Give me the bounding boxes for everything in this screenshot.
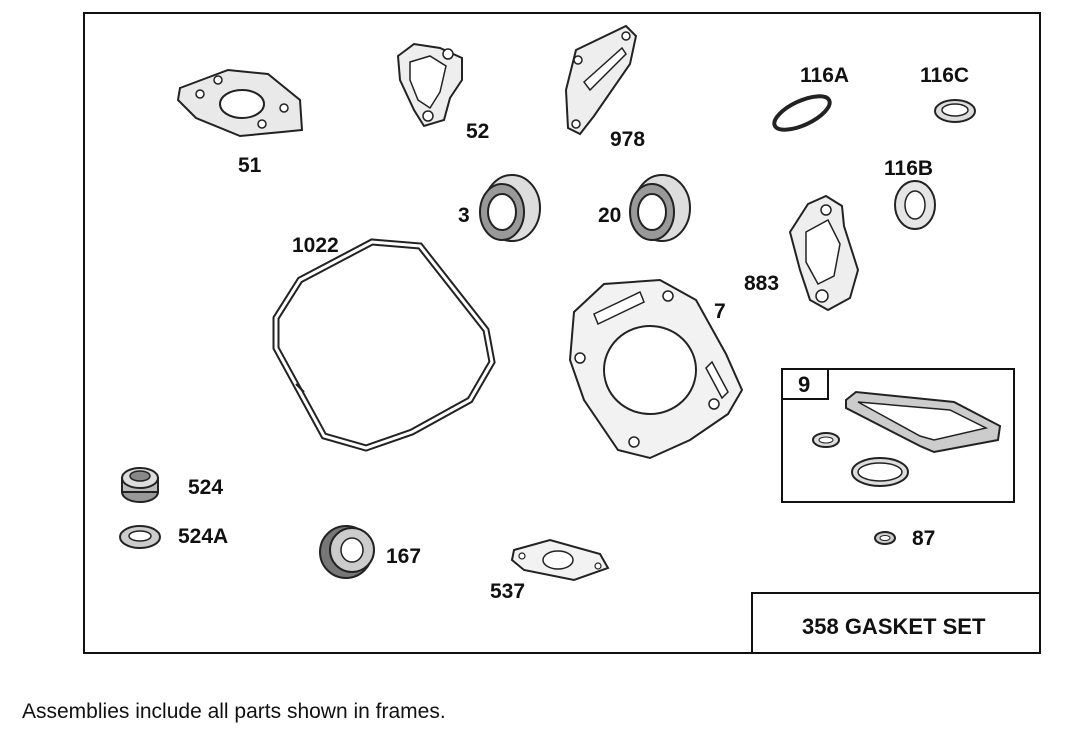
label-1022: 1022 — [292, 234, 339, 257]
label-883: 883 — [744, 272, 779, 295]
footnote: Assemblies include all parts shown in fr… — [22, 700, 446, 723]
label-116a: 116A — [800, 64, 849, 87]
label-167: 167 — [386, 545, 421, 568]
part-883-gasket — [788, 194, 860, 312]
part-7-head-gasket — [568, 278, 744, 460]
part-978-gasket — [564, 24, 638, 136]
label-116b: 116B — [884, 157, 933, 180]
part-9-tag — [781, 368, 829, 400]
part-524-plug — [121, 467, 159, 503]
part-116a-ring — [772, 94, 832, 132]
part-537-gasket — [510, 538, 610, 582]
label-524a: 524A — [178, 525, 228, 548]
part-524a-washer — [119, 525, 161, 549]
part-167-seal — [319, 525, 375, 579]
part-9-cover-gasket — [845, 390, 1002, 454]
label-87: 87 — [912, 527, 935, 550]
label-51: 51 — [238, 154, 262, 177]
label-524: 524 — [188, 476, 223, 499]
label-537: 537 — [490, 580, 525, 603]
outer-frame — [83, 12, 1041, 654]
label-7: 7 — [714, 300, 726, 323]
part-20-seal — [629, 174, 691, 242]
part-52-gasket — [396, 42, 463, 128]
label-978: 978 — [610, 128, 645, 151]
gasket-set-box — [751, 592, 1041, 654]
label-116c: 116C — [920, 64, 969, 87]
part-51-gasket — [176, 68, 304, 138]
part-9-frame — [781, 368, 1015, 503]
label-3: 3 — [458, 204, 470, 227]
gasket-set-title: 358 GASKET SET — [802, 614, 986, 639]
label-20: 20 — [598, 204, 621, 227]
label-9: 9 — [798, 372, 810, 397]
label-52: 52 — [466, 120, 489, 143]
part-1022-gasket — [272, 238, 496, 452]
part-3-seal — [479, 174, 541, 242]
